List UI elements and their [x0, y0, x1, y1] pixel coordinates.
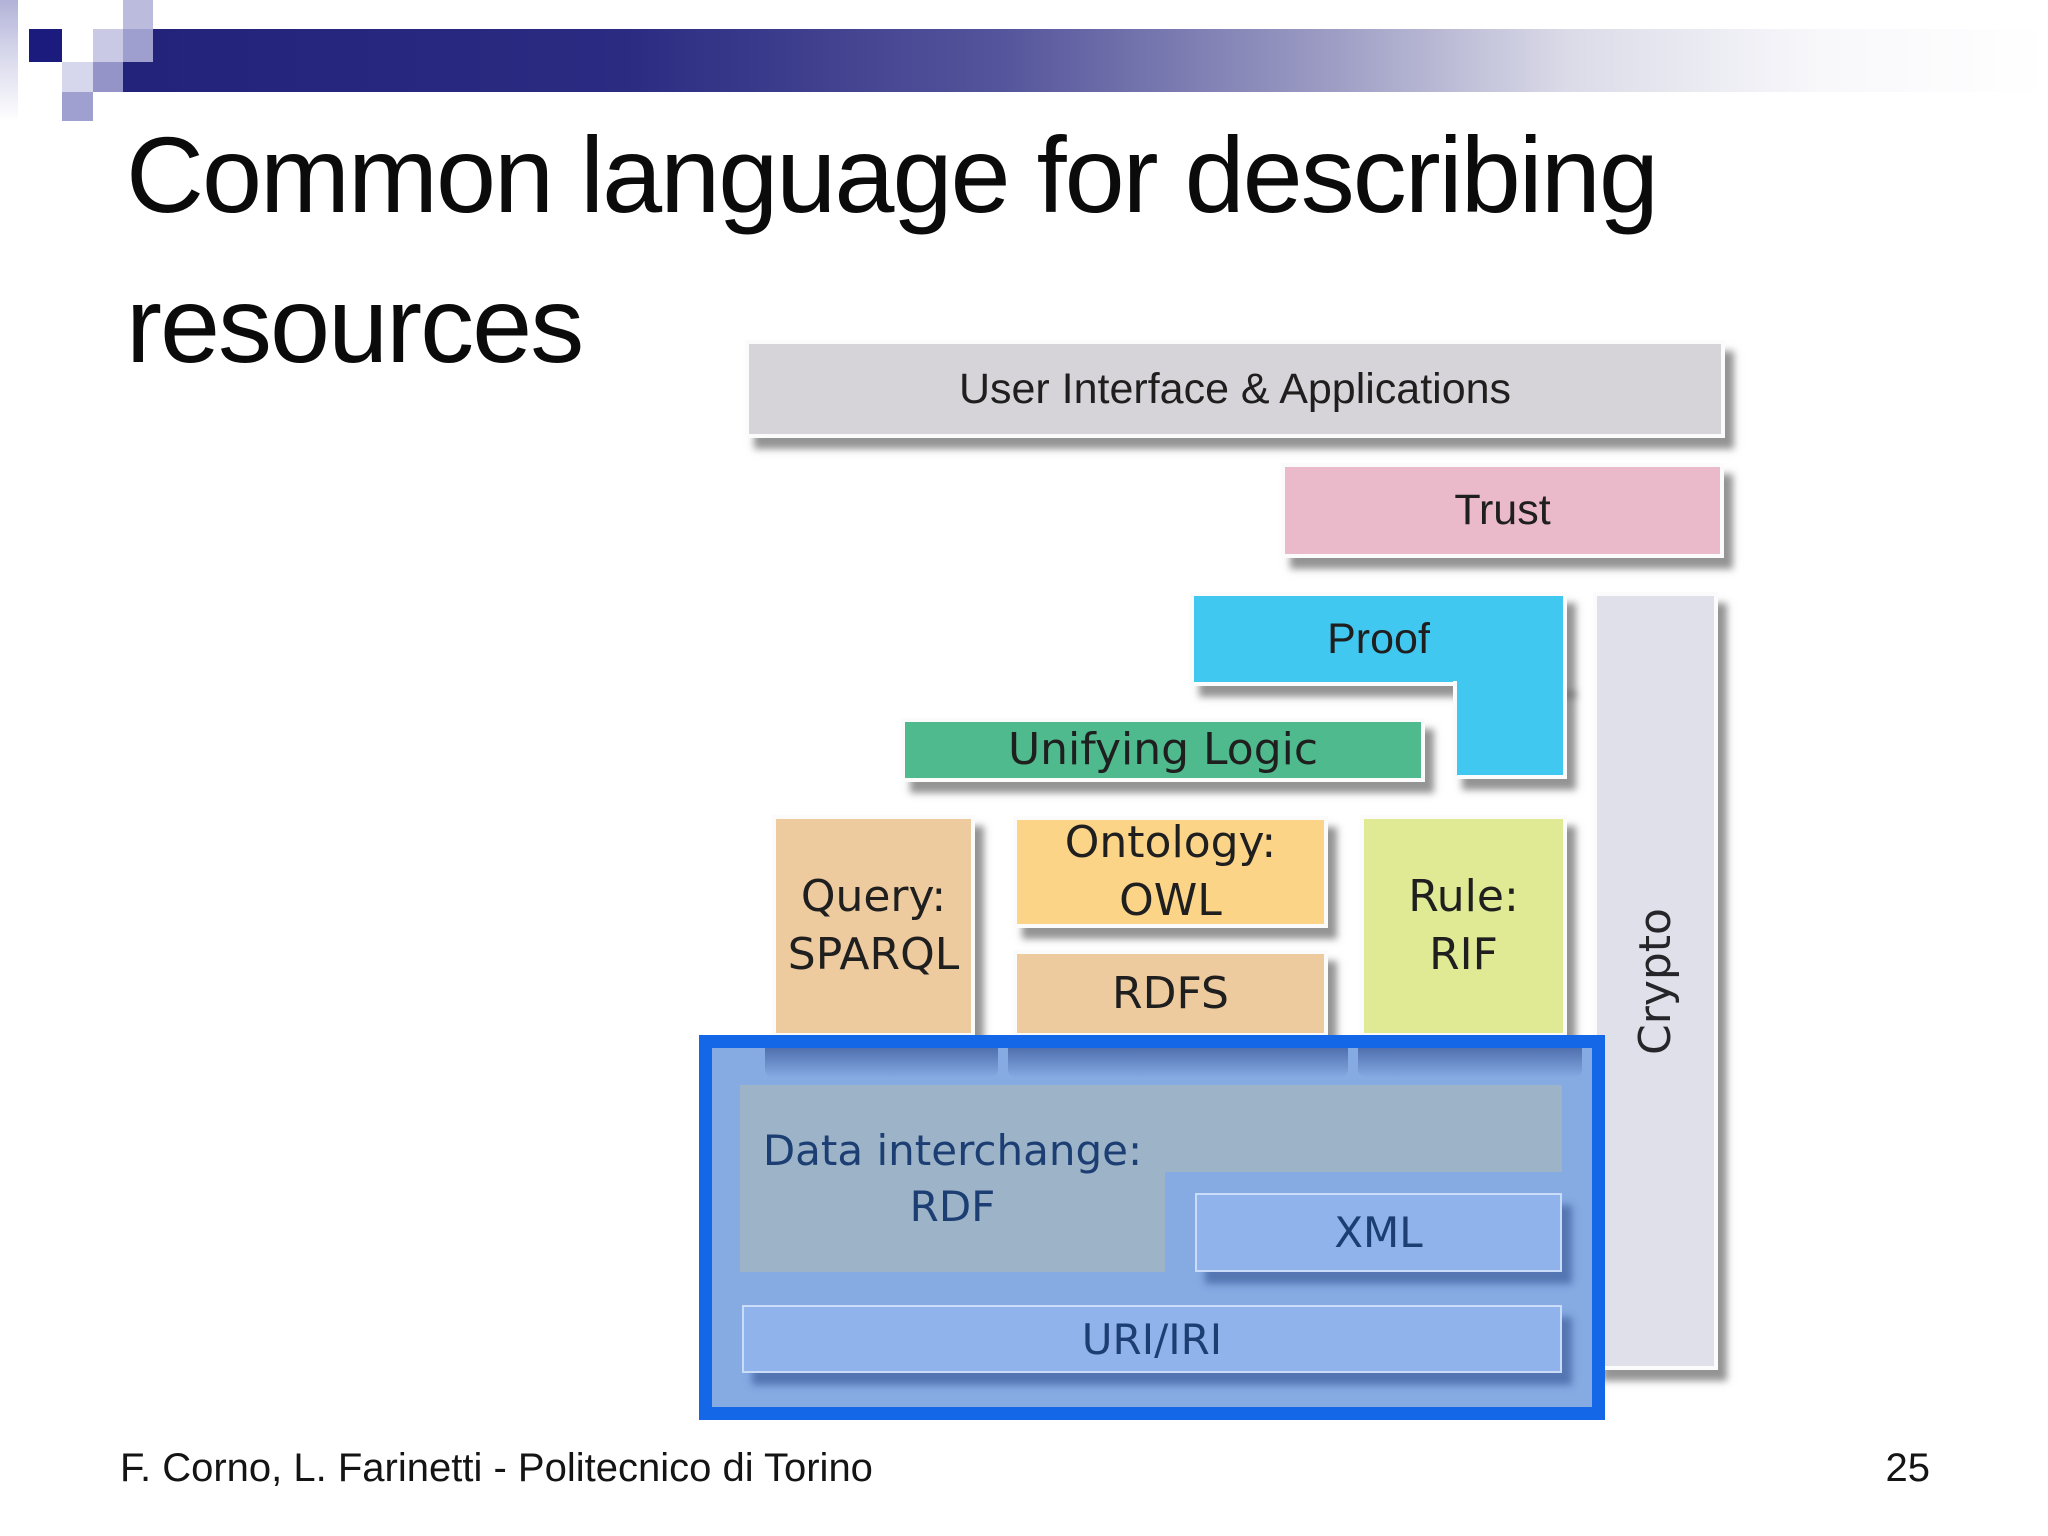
footer-credit: F. Corno, L. Farinetti - Politecnico di … [120, 1446, 873, 1490]
rdf-label-line2: RDF [909, 1181, 996, 1231]
decor-square-navy [29, 29, 62, 62]
title-line-2: resources [126, 264, 584, 385]
top-bar-step [123, 62, 153, 92]
decor-square [93, 29, 123, 62]
query-sparql-box: Query: SPARQL [772, 815, 975, 1037]
proof-box-arm [1453, 681, 1567, 779]
proof-box: Proof [1190, 592, 1567, 686]
rule-label-line2: RIF [1429, 929, 1498, 980]
unifying-logic-label: Unifying Logic [1007, 724, 1319, 775]
column-shadow-strip [1008, 1048, 1348, 1078]
decor-square [123, 29, 153, 62]
ui-applications-box: User Interface & Applications [745, 340, 1725, 438]
trust-label: Trust [1454, 486, 1551, 534]
page-number: 25 [1885, 1446, 1931, 1490]
uri-iri-label: URI/IRI [1081, 1314, 1223, 1364]
left-gradient-strip [0, 0, 18, 122]
title-line-1: Common language for describing [126, 114, 1659, 235]
rule-label-line1: Rule: [1408, 871, 1519, 922]
ontology-label-line1: Ontology: [1064, 817, 1277, 868]
unifying-logic-box: Unifying Logic [901, 718, 1425, 782]
highlight-box: Data interchange: RDF XML URI/IRI [699, 1035, 1605, 1420]
xml-box: XML [1195, 1193, 1562, 1272]
rdf-label-line1: Data interchange: [762, 1125, 1143, 1175]
decor-square [93, 62, 123, 92]
rule-rif-box: Rule: RIF [1360, 815, 1567, 1037]
xml-label: XML [1334, 1208, 1423, 1257]
proof-label: Proof [1327, 614, 1430, 663]
rdfs-box: RDFS [1013, 950, 1328, 1037]
crypto-bar: Crypto [1593, 592, 1718, 1370]
ui-applications-label: User Interface & Applications [958, 364, 1512, 413]
ontology-owl-box: Ontology: OWL [1013, 816, 1328, 928]
decor-square [62, 62, 93, 92]
rdfs-label: RDFS [1112, 967, 1229, 1019]
query-label-line2: SPARQL [787, 929, 960, 980]
top-gradient-bar [153, 29, 2048, 92]
crypto-label: Crypto [1630, 907, 1682, 1055]
trust-box: Trust [1281, 463, 1724, 558]
ontology-label-line2: OWL [1119, 875, 1222, 926]
column-shadow-strip [765, 1048, 998, 1078]
decor-square [123, 0, 153, 29]
query-label-line1: Query: [800, 871, 947, 922]
column-shadow-strip [1358, 1048, 1582, 1078]
data-interchange-rdf-label: Data interchange: RDF [740, 1085, 1165, 1272]
uri-iri-box: URI/IRI [742, 1305, 1562, 1373]
decor-square [62, 92, 93, 121]
page-title: Common language for describing resources [126, 100, 1886, 400]
